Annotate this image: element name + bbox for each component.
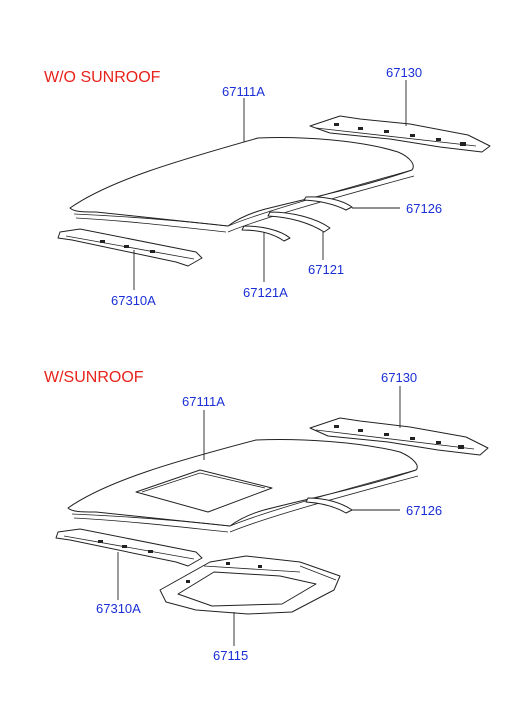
front-roof-rail-part xyxy=(55,528,203,567)
part-number-label: 67130 xyxy=(381,370,417,385)
section-with-sunroof: W/SUNROOF xyxy=(44,369,489,663)
roof-panel-part xyxy=(69,137,415,233)
rear-roof-rail-part xyxy=(309,417,489,456)
part-number-label: 67126 xyxy=(406,503,442,518)
part-number-label: 67111A xyxy=(182,394,225,409)
section-title: W/O SUNROOF xyxy=(44,69,161,86)
roof-bow-67121a-part xyxy=(241,225,291,242)
roof-panel-part xyxy=(67,439,419,533)
part-number-label: 67115 xyxy=(213,648,248,663)
part-number-label: 67130 xyxy=(386,65,422,80)
part-number-label: 67121 xyxy=(308,262,344,277)
front-roof-rail-part xyxy=(57,228,203,267)
roof-bow-67126-part xyxy=(303,196,353,211)
roof-bow-67126-part xyxy=(305,497,353,514)
part-number-label: 67111A xyxy=(222,84,265,99)
part-number-label: 67310A xyxy=(96,601,141,616)
part-number-label: 67310A xyxy=(111,293,156,308)
rear-roof-rail-part xyxy=(309,115,491,153)
section-title: W/SUNROOF xyxy=(44,369,144,386)
section-without-sunroof: W/O SUNROOF xyxy=(44,65,491,308)
part-number-label: 67126 xyxy=(406,201,442,216)
part-number-label: 67121A xyxy=(243,285,288,300)
sunroof-frame-part xyxy=(159,555,341,615)
roof-bow-67121-part xyxy=(267,211,331,233)
